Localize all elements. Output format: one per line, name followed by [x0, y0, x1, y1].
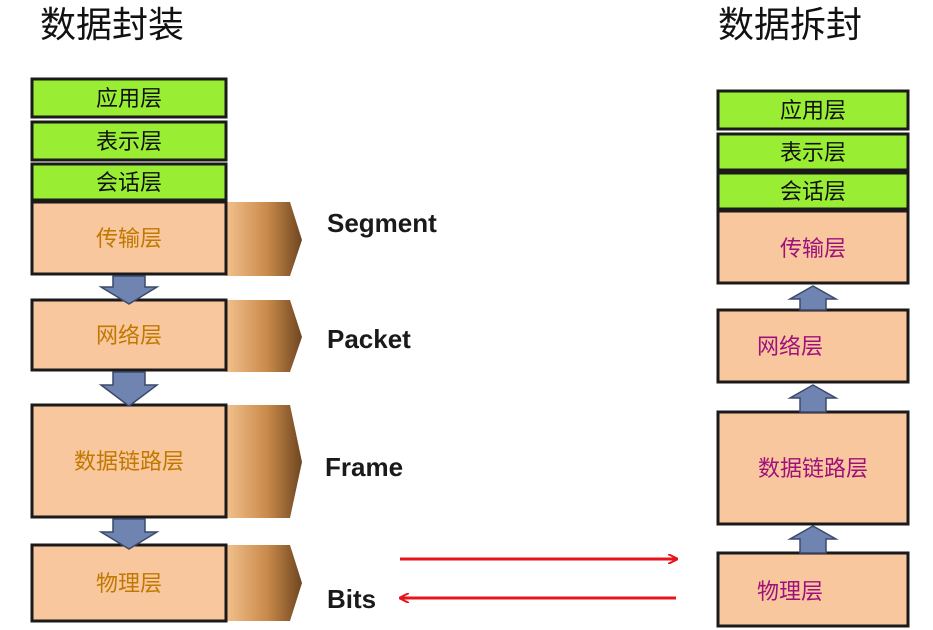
segment-tab [225, 202, 302, 276]
pdu-label-frame: Frame [325, 452, 403, 482]
down-arrow-icon [98, 371, 160, 407]
left-upper-layers: 应用层 表示层 会话层 [30, 77, 228, 202]
right-upper-layers: 应用层 表示层 会话层 [716, 89, 910, 211]
left-down-arrows [98, 275, 160, 550]
left-lower-layers: 传输层 网络层 数据链路层 物理层 [30, 200, 228, 623]
right-session-layer [716, 171, 910, 211]
left-presentation-layer [30, 120, 228, 162]
right-datalink-label: 数据链路层 [758, 457, 868, 482]
right-transport-layer [716, 209, 910, 285]
pdu-label-packet: Packet [327, 324, 411, 354]
right-network-label: 网络层 [757, 335, 823, 360]
left-network-label: 网络层 [96, 324, 162, 349]
frame-tab [225, 405, 302, 518]
left-network-layer [30, 298, 228, 372]
right-datalink-layer [716, 410, 910, 526]
up-arrow-icon [787, 525, 839, 554]
pdu-label-bits: Bits [327, 584, 376, 614]
left-session-layer [30, 162, 228, 202]
down-arrow-icon [98, 518, 160, 550]
left-application-label: 应用层 [96, 87, 162, 112]
right-presentation-layer [716, 132, 910, 172]
right-transport-label: 传输层 [780, 237, 846, 262]
decapsulation-title: 数据拆封 [718, 5, 862, 46]
packet-tab [225, 300, 302, 372]
right-lower-layers: 传输层 网络层 数据链路层 物理层 [716, 209, 910, 628]
left-physical-layer [30, 543, 228, 623]
right-application-label: 应用层 [780, 99, 846, 124]
encapsulation-title: 数据封装 [40, 5, 184, 46]
up-arrow-icon [787, 384, 839, 413]
right-network-layer [716, 308, 910, 384]
left-session-label: 会话层 [96, 171, 162, 196]
pdu-tabs [225, 202, 302, 621]
transmission-arrows [400, 559, 676, 598]
left-presentation-label: 表示层 [96, 130, 162, 155]
right-physical-label: 物理层 [757, 580, 823, 605]
right-presentation-label: 表示层 [780, 141, 846, 166]
right-session-label: 会话层 [780, 180, 846, 205]
right-application-layer [716, 89, 910, 131]
left-datalink-layer [30, 403, 228, 519]
left-physical-label: 物理层 [96, 572, 162, 597]
down-arrow-icon [98, 275, 160, 305]
up-arrow-icon [787, 285, 839, 311]
right-up-arrows [787, 285, 839, 554]
bits-tab [225, 545, 302, 621]
left-datalink-label: 数据链路层 [74, 450, 184, 475]
pdu-label-segment: Segment [327, 208, 437, 238]
left-transport-layer [30, 200, 228, 276]
left-application-layer [30, 77, 228, 119]
left-transport-label: 传输层 [96, 227, 162, 252]
